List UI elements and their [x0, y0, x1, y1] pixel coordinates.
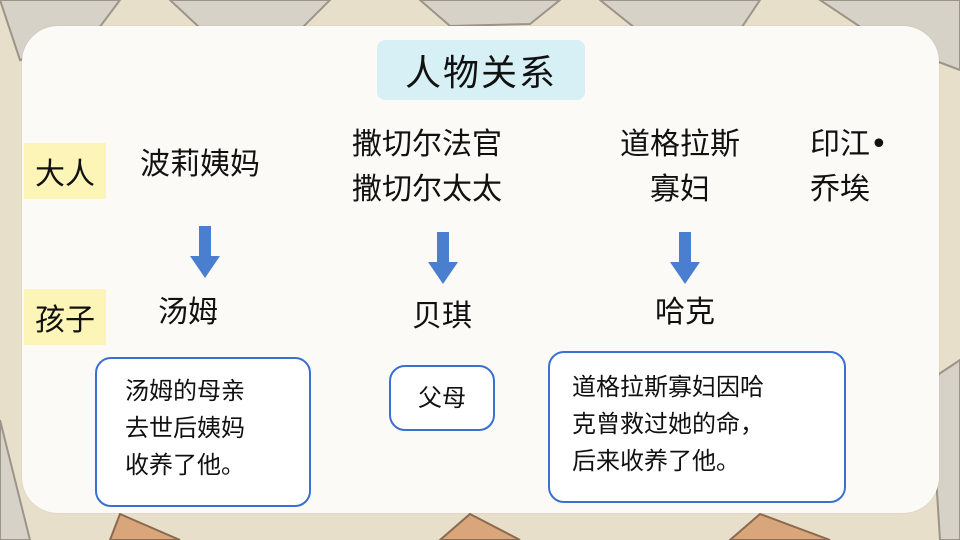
note-tom-text: 汤姆的母亲 去世后姨妈 收养了他。 [125, 373, 309, 484]
row-label-adults: 大人 [24, 143, 106, 199]
adult-judge-thatcher: 撒切尔法官 [352, 124, 502, 166]
child-becky: 贝琪 [412, 296, 472, 338]
adult-injun-joe-line2: 乔埃 [810, 169, 870, 211]
adult-douglas-line1: 道格拉斯 [600, 124, 760, 166]
row-label-children: 孩子 [24, 289, 106, 345]
note-becky: 父母 [389, 365, 495, 431]
child-huck: 哈克 [655, 292, 715, 334]
down-arrow-icon [428, 232, 458, 284]
adult-mrs-thatcher: 撒切尔太太 [352, 169, 502, 211]
note-becky-text: 父母 [418, 380, 466, 417]
note-tom: 汤姆的母亲 去世后姨妈 收养了他。 [95, 357, 311, 507]
adult-polly: 波莉姨妈 [140, 144, 260, 186]
note-huck-text: 道格拉斯寡妇因哈 克曾救过她的命， 后来收养了他。 [572, 369, 844, 480]
down-arrow-icon [190, 226, 220, 278]
adult-injun-joe-line1: 印江• [810, 124, 888, 166]
adult-douglas-line2: 寡妇 [600, 169, 760, 211]
child-tom: 汤姆 [158, 292, 218, 334]
down-arrow-icon [670, 232, 700, 284]
note-huck: 道格拉斯寡妇因哈 克曾救过她的命， 后来收养了他。 [548, 351, 846, 503]
page-title: 人物关系 [377, 40, 585, 100]
